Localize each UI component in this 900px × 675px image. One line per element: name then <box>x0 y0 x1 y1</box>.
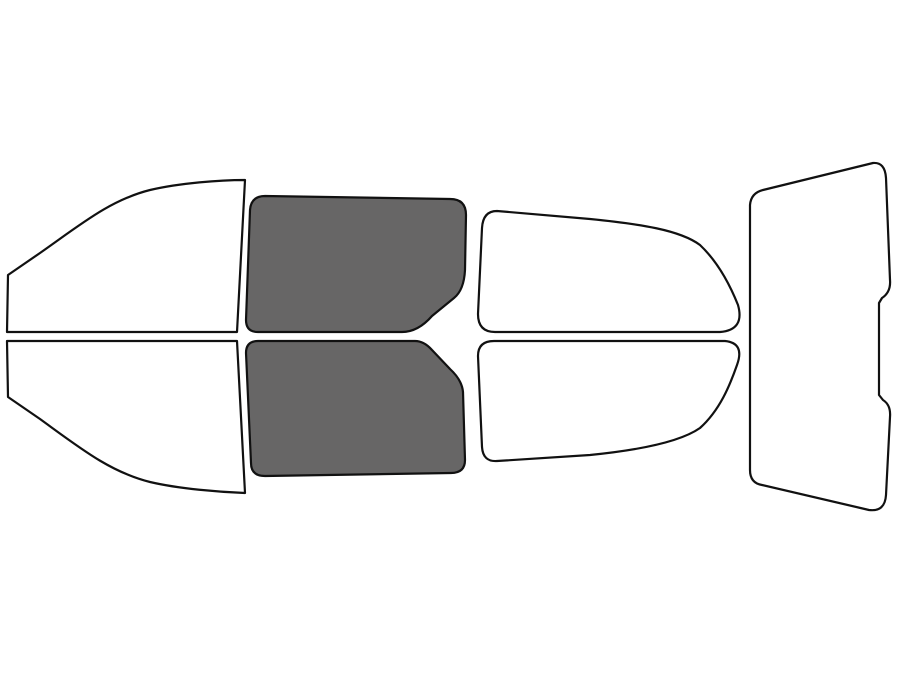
front-door-window-lower <box>244 339 467 478</box>
rear-door-window-upper <box>476 209 741 334</box>
front-door-window-upper <box>244 194 468 334</box>
rear-window <box>748 161 892 512</box>
front-windshield-upper-half <box>5 178 247 334</box>
front-windshield-lower-half <box>5 339 247 495</box>
rear-door-window-lower <box>476 339 741 463</box>
